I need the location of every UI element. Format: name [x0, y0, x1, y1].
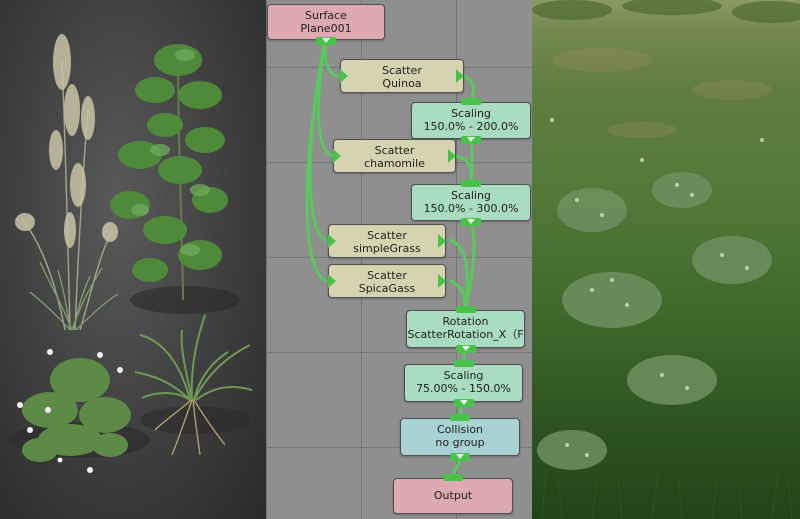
node-rotation-input-port[interactable] [455, 306, 476, 313]
wire-surface-scatter4 [305, 38, 328, 283]
node-scatter-simplegrass-output-port[interactable] [438, 234, 446, 248]
node-collision-title: Collision [436, 423, 484, 436]
grass-blades [541, 469, 793, 519]
node-scatter-spicagass-input-port[interactable] [328, 274, 336, 288]
node-scaling-2-input-port[interactable] [461, 180, 481, 187]
meadow-illustration [532, 0, 800, 519]
node-scaling-1[interactable]: Scaling 150.0% - 200.0% [411, 98, 531, 144]
node-scaling-1-title: Scaling [451, 107, 491, 120]
node-scatter-quinoa-output-port[interactable] [456, 69, 464, 83]
node-rotation-output-port[interactable] [455, 345, 476, 353]
node-output[interactable]: Output [393, 474, 513, 514]
node-scatter-quinoa-input-port[interactable] [340, 69, 348, 83]
node-scatter-chamomile-subtitle: chamomile [364, 157, 425, 170]
node-surface[interactable]: Surface Plane001 [267, 4, 385, 45]
node-scatter-chamomile[interactable]: Scatter chamomile [333, 139, 456, 173]
node-scaling-3-title: Scaling [443, 369, 484, 382]
node-scaling-2-output-port[interactable] [461, 218, 481, 226]
node-scatter-spicagass-subtitle: SpicaGass [358, 282, 416, 295]
node-scaling-3[interactable]: Scaling 75.00% - 150.0% [404, 360, 523, 407]
meadow-render-preview [532, 0, 800, 519]
wire-scatter1-scaling1 [462, 74, 475, 102]
node-scatter-simplegrass-subtitle: simpleGrass [353, 242, 421, 255]
node-output-title: Output [433, 489, 473, 502]
chamomile-plant [17, 349, 131, 473]
node-collision[interactable]: Collision no group [400, 414, 520, 461]
node-scatter-spicagass-title: Scatter [367, 269, 407, 282]
wire-surface-scatter3 [308, 38, 328, 242]
quinoa-leaves [29, 261, 119, 331]
node-scatter-simplegrass-title: Scatter [367, 229, 407, 242]
node-rotation-subtitle: ScatterRotation_X（F [407, 328, 524, 341]
wire-scatter2-scaling2 [454, 154, 473, 185]
node-scaling-1-output-port[interactable] [461, 136, 481, 144]
node-scaling-2[interactable]: Scaling 150.0% - 300.0% [411, 180, 531, 226]
dry-grass-patches [552, 48, 772, 138]
node-output-input-port[interactable] [443, 474, 463, 481]
node-scaling-3-subtitle: 75.00% - 150.0% [416, 382, 511, 395]
node-surface-title: Surface [305, 9, 347, 22]
node-scatter-quinoa[interactable]: Scatter Quinoa [340, 59, 464, 93]
node-scatter-spicagass-output-port[interactable] [438, 274, 446, 288]
node-scaling-2-subtitle: 150.0% - 300.0% [423, 202, 519, 215]
plant-assets-illustration [10, 34, 253, 473]
node-scatter-quinoa-subtitle: Quinoa [382, 77, 422, 90]
node-scatter-spicagass[interactable]: Scatter SpicaGass [328, 264, 446, 298]
chamomile-clumps [537, 172, 772, 470]
node-rotation[interactable]: Rotation ScatterRotation_X（F [406, 306, 525, 353]
node-scatter-simplegrass-input-port[interactable] [328, 234, 336, 248]
quinoa-plumes [15, 34, 118, 248]
node-scatter-quinoa-title: Scatter [382, 64, 422, 77]
node-surface-output-port[interactable] [316, 37, 336, 45]
flower-highlights [550, 118, 764, 457]
node-surface-subtitle: Plane001 [300, 22, 352, 35]
horizon-bushes [532, 0, 800, 23]
wire-surface-scatter1 [323, 38, 342, 78]
node-scatter-chamomile-output-port[interactable] [448, 149, 456, 163]
node-scaling-3-input-port[interactable] [453, 360, 474, 367]
node-scaling-3-output-port[interactable] [453, 399, 474, 407]
grass-tuft-plant [134, 314, 253, 456]
node-scaling-1-subtitle: 150.0% - 200.0% [423, 120, 519, 133]
plant-assets-preview [0, 0, 266, 519]
node-collision-output-port[interactable] [450, 453, 470, 461]
node-scatter-chamomile-title: Scatter [374, 144, 415, 157]
node-collision-subtitle: no group [435, 436, 485, 449]
node-scatter-chamomile-input-port[interactable] [333, 149, 341, 163]
node-scaling-2-title: Scaling [451, 189, 491, 202]
node-graph-editor[interactable]: Surface Plane001 Scatter Quinoa Scaling … [266, 0, 532, 519]
sapling-plant [110, 44, 228, 301]
node-scatter-simplegrass[interactable]: Scatter simpleGrass [328, 224, 446, 258]
node-scaling-1-input-port[interactable] [461, 98, 481, 105]
node-rotation-title: Rotation [442, 315, 489, 328]
node-collision-input-port[interactable] [450, 414, 470, 421]
